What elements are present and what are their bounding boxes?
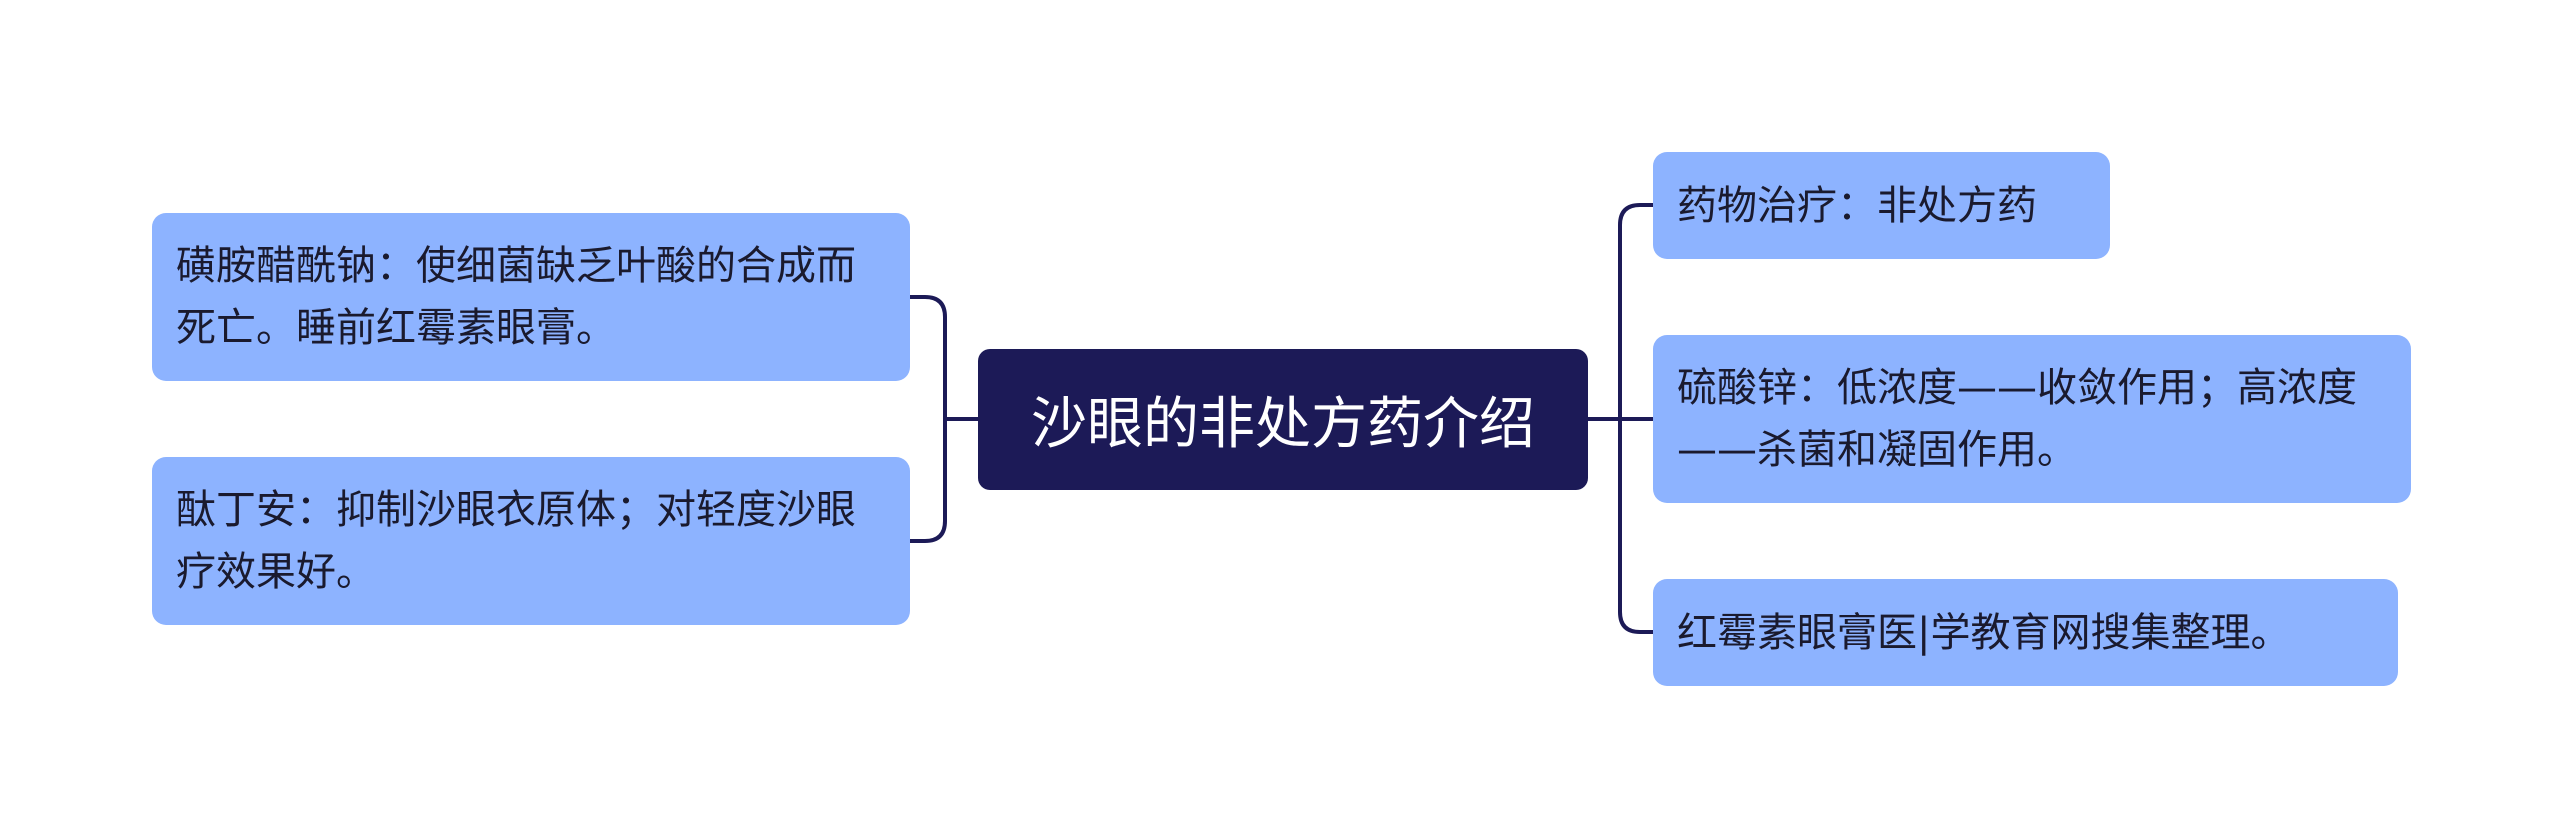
connector-left-branch-2: [908, 417, 947, 543]
branch-label: 酞丁安：抑制沙眼衣原体；对轻度沙眼疗效果好。: [176, 487, 856, 595]
branch-node-ftibamzone[interactable]: 酞丁安：抑制沙眼衣原体；对轻度沙眼疗效果好。: [152, 457, 910, 625]
branch-node-drug-therapy[interactable]: 药物治疗：非处方药: [1653, 152, 2110, 259]
connector-right-branch-1: [1618, 203, 1655, 421]
connector-left-branch-1: [908, 295, 947, 421]
branch-label: 磺胺醋酰钠：使细菌缺乏叶酸的合成而死亡。睡前红霉素眼膏。: [176, 243, 856, 351]
branch-node-erythromycin[interactable]: 红霉素眼膏医|学教育网搜集整理。: [1653, 579, 2398, 686]
center-topic-node[interactable]: 沙眼的非处方药介绍: [978, 349, 1588, 490]
connector-right-branch-3: [1618, 417, 1655, 634]
branch-label: 硫酸锌：低浓度——收敛作用；高浓度——杀菌和凝固作用。: [1677, 365, 2357, 473]
branch-node-sulfacetamide[interactable]: 磺胺醋酰钠：使细菌缺乏叶酸的合成而死亡。睡前红霉素眼膏。: [152, 213, 910, 381]
branch-label: 药物治疗：非处方药: [1677, 182, 2037, 229]
branch-node-zinc-sulfate[interactable]: 硫酸锌：低浓度——收敛作用；高浓度——杀菌和凝固作用。: [1653, 335, 2411, 503]
center-topic-label: 沙眼的非处方药介绍: [1031, 392, 1535, 457]
branch-label: 红霉素眼膏医|学教育网搜集整理。: [1677, 609, 2291, 656]
